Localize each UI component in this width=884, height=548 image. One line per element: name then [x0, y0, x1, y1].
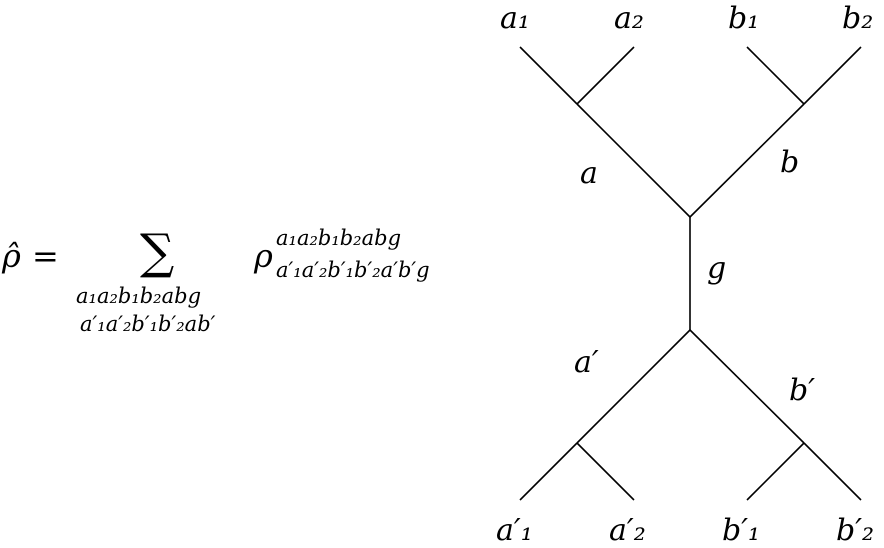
leaf-label-b2-prime: b′₂	[836, 513, 874, 548]
leaf-label-a1-prime: a′₁	[496, 513, 533, 548]
edge-a	[576, 103, 691, 218]
rho-subscript: a′₁a′₂b′₁b′₂a′b′g	[276, 258, 430, 282]
edge-a1	[519, 46, 578, 105]
edge-a2	[576, 46, 635, 105]
edge-label-g: g	[707, 251, 726, 286]
edge-b2	[803, 46, 862, 105]
edge-b2-prime	[803, 442, 862, 501]
rho-hat-symbol: ρ̂	[2, 237, 21, 275]
equals-sign: =	[32, 237, 59, 275]
edge-label-a: a	[580, 156, 598, 191]
edge-a2-prime	[576, 442, 635, 501]
edge-label-b: b	[780, 145, 799, 180]
leaf-label-b2: b₂	[842, 1, 873, 36]
leaf-label-b1: b₁	[728, 1, 759, 36]
edge-b1	[746, 46, 805, 105]
edge-label-a-prime: a′	[574, 345, 599, 380]
sum-index-top: a₁a₂b₁b₂abg	[76, 284, 202, 308]
leaf-label-a2: a₂	[614, 1, 644, 36]
summation-icon: ∑	[140, 224, 175, 280]
edge-b-prime	[689, 329, 805, 444]
edge-b1-prime	[746, 442, 805, 501]
leaf-label-a1: a₁	[500, 1, 530, 36]
rho-symbol: ρ	[254, 237, 273, 275]
edge-label-b-prime: b′	[789, 373, 815, 408]
edge-b	[689, 103, 805, 218]
edge-a-prime	[576, 329, 691, 444]
sum-index-bottom: a′₁a′₂b′₁b′₂ab′	[80, 312, 216, 336]
rho-superscript: a₁a₂b₁b₂abg	[276, 226, 402, 250]
leaf-label-b1-prime: b′₁	[722, 513, 760, 548]
leaf-label-a2-prime: a′₂	[609, 513, 646, 548]
edge-a1-prime	[519, 442, 578, 501]
